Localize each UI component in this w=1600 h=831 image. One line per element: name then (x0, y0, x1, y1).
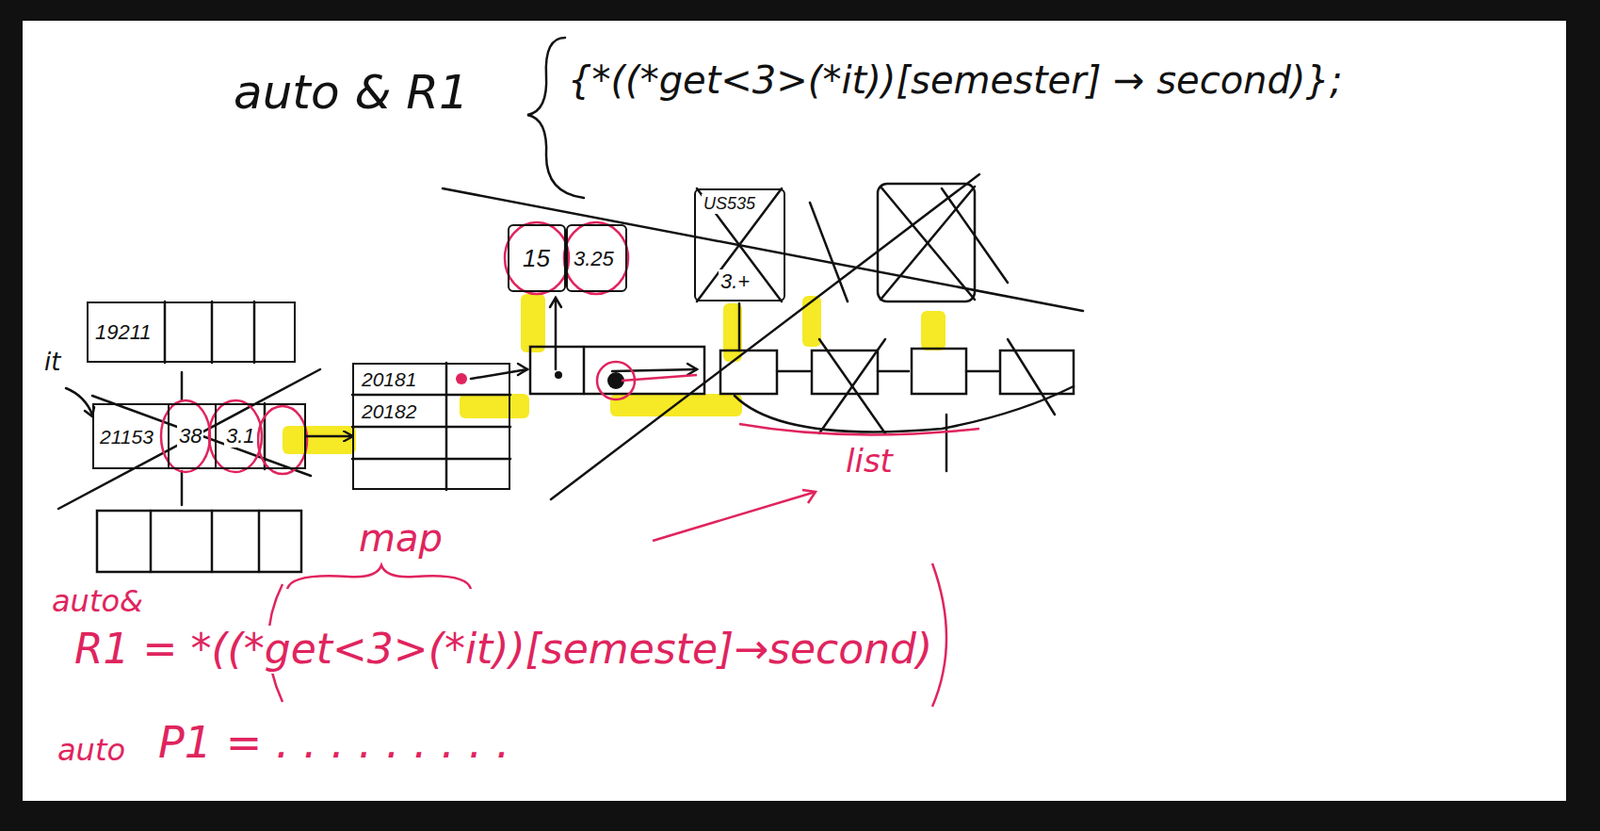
node-text: 20182 (359, 400, 419, 423)
pointer-name: it (41, 348, 64, 377)
node-text: 3.1 (224, 423, 258, 448)
pair-cell: 15 (507, 224, 566, 292)
code-note: P1 = . . . . . . . . . (155, 717, 513, 768)
code-heading: auto & R1 (230, 65, 472, 121)
annotation: list (842, 442, 896, 480)
pair-cell: 3.25 (565, 224, 628, 292)
pointer-arrow (306, 435, 353, 438)
code-note: R1 = *((*get<3>(*it))[semeste]→second) (71, 625, 936, 674)
node-text: 19211 (93, 320, 154, 344)
code-expression: {*((*get<3>(*it))[semester] → second)}; (565, 58, 1345, 102)
node-text: 21153 (97, 425, 156, 449)
code-note: auto (54, 732, 129, 768)
array-row: 19211 (86, 301, 296, 363)
node-text: 20181 (359, 368, 419, 391)
annotation: map (355, 516, 446, 560)
pointer-dots (554, 371, 625, 389)
node-text: 38 (177, 423, 204, 448)
map-table: 20181 20182 (352, 362, 511, 490)
array-cell: 3.1 (214, 403, 267, 469)
node-text: 3.+ (718, 269, 752, 293)
ink-lines (58, 37, 1083, 572)
node-text: 15 (520, 244, 552, 274)
array-row: 21153 38 3.1 (92, 403, 307, 469)
node-text: US535 (701, 193, 758, 214)
array-cell: 38 (167, 403, 215, 469)
crossed-box: US535 3.+ (694, 188, 786, 302)
pink-dot (455, 372, 468, 385)
node-text: 3.25 (571, 246, 616, 271)
code-note: auto& (48, 583, 146, 619)
